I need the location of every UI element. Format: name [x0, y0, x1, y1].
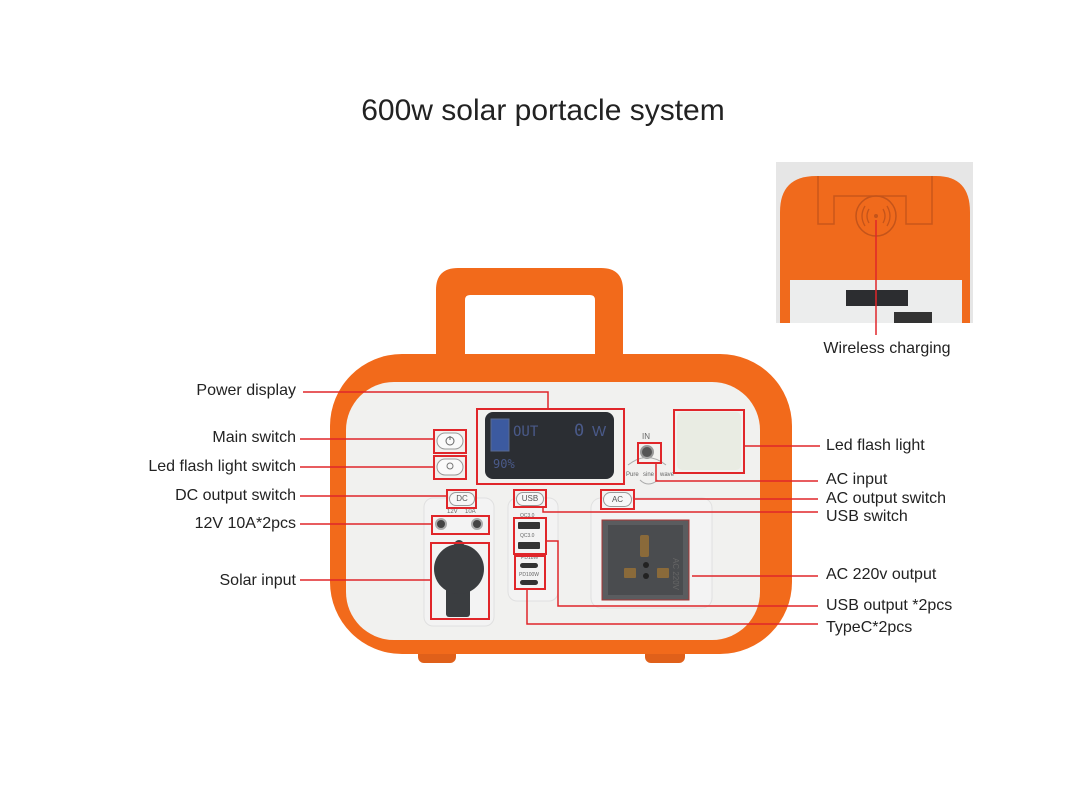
- page-title: 600w solar portacle system: [361, 94, 725, 127]
- callout-solar-input: Solar input: [219, 572, 297, 589]
- light-switch-button: [436, 458, 464, 476]
- qc1-label: QC3.0: [520, 513, 535, 519]
- lcd-screen: [485, 412, 614, 479]
- typec-ports-highlight: [514, 555, 546, 590]
- callout-typec: TypeC*2pcs: [826, 619, 913, 636]
- usb-a-port-1: [518, 522, 540, 529]
- callout-led-flash-light-switch: Led flash light switch: [148, 458, 296, 475]
- usb-switch-highlight: [513, 489, 547, 508]
- main-switch-highlight: [433, 429, 467, 454]
- usb-switch[interactable]: USB: [516, 492, 544, 506]
- dc-jack-2: [471, 518, 483, 530]
- dc-spec-current: 10A: [465, 509, 476, 515]
- dc-ports-highlight: [431, 515, 490, 535]
- callout-ac-input: AC input: [826, 471, 888, 488]
- callout-power-display: Power display: [196, 382, 296, 399]
- solar-input-cap: [434, 544, 484, 594]
- ac-switch-highlight: [600, 489, 635, 510]
- wave-label: wave: [660, 472, 675, 478]
- dc-switch-highlight: [446, 489, 477, 509]
- dc-output-switch[interactable]: DC: [449, 492, 475, 506]
- callout-led-flash-light: Led flash light: [826, 437, 925, 454]
- light-switch-highlight: [433, 455, 467, 480]
- ac-input-highlight: [637, 442, 662, 464]
- callout-dc-ports: 12V 10A*2pcs: [194, 515, 296, 532]
- pd1-label: PD18W: [521, 555, 539, 561]
- usb-c-port-1: [520, 563, 538, 568]
- handle: [436, 268, 623, 360]
- usb-ports-highlight: [513, 517, 547, 555]
- dc-jack-1: [435, 518, 447, 530]
- usb-a-port-2: [518, 542, 540, 549]
- lcd-battery-percent: 90%: [493, 457, 515, 471]
- callout-ac-220v-output: AC 220v output: [826, 566, 937, 583]
- callout-usb-output: USB output *2pcs: [826, 597, 953, 614]
- callout-wireless-charging: Wireless charging: [823, 340, 951, 357]
- ac-rating-label: AC 220V: [671, 558, 680, 591]
- led-flash-light: [677, 412, 741, 470]
- power-display-highlight: [476, 408, 625, 485]
- pd2-label: PD100W: [519, 572, 540, 578]
- lcd-power-unit: W: [592, 423, 607, 440]
- in-label: IN: [642, 432, 650, 441]
- wireless-charging-inset: [776, 162, 973, 323]
- callout-usb-switch: USB switch: [826, 508, 908, 525]
- callout-dc-output-switch: DC output switch: [175, 487, 296, 504]
- lcd-out-label: OUT: [513, 424, 539, 440]
- callout-main-switch: Main switch: [212, 429, 296, 446]
- ac-output-switch[interactable]: AC: [603, 492, 632, 507]
- pure-label: Pure: [626, 472, 639, 478]
- usb-c-port-2: [520, 580, 538, 585]
- battery-gauge: [490, 418, 510, 452]
- sine-label: sine: [643, 472, 655, 478]
- qc2-label: QC3.0: [520, 533, 535, 539]
- main-switch-button: [436, 432, 464, 450]
- lcd-power-value: 0: [574, 421, 585, 441]
- led-light-highlight: [673, 409, 745, 474]
- solar-input-highlight: [430, 542, 490, 620]
- callout-ac-output-switch: AC output switch: [826, 490, 947, 507]
- dc-spec-voltage: 12V: [447, 509, 458, 515]
